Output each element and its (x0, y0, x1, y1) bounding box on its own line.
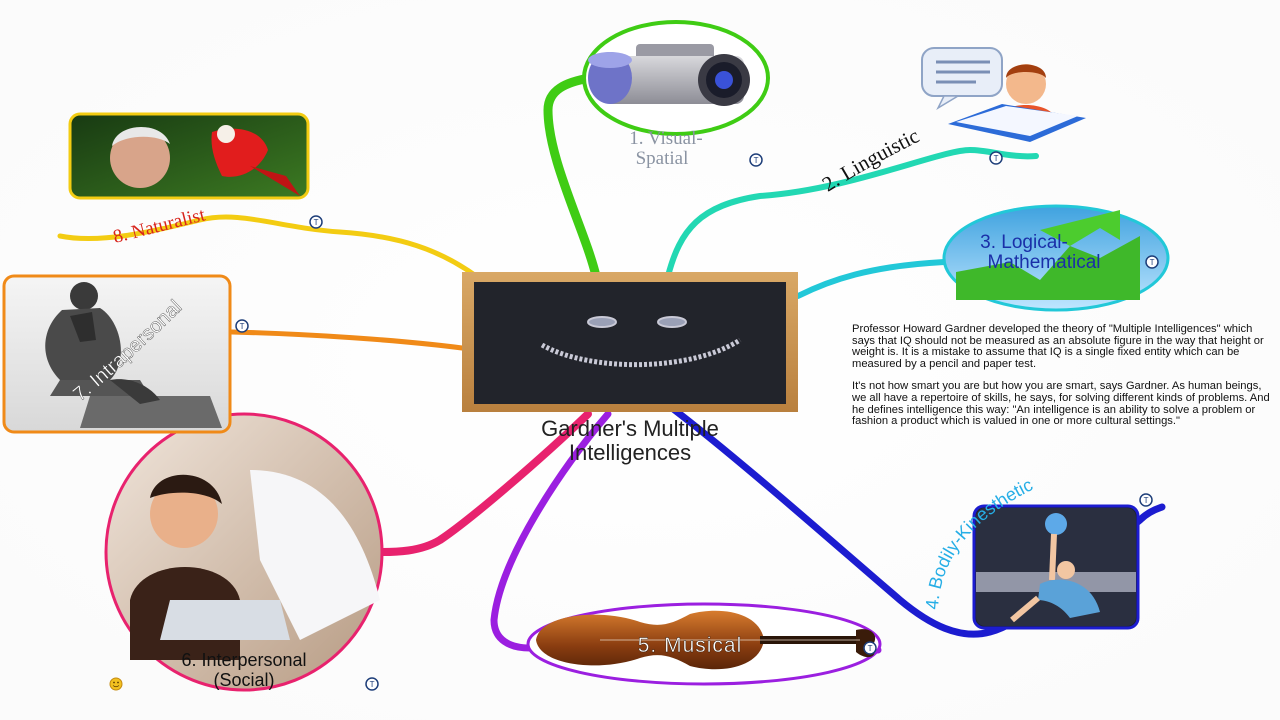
chalkboard (462, 272, 798, 412)
description-paragraph-1: Professor Howard Gardner developed the t… (852, 323, 1264, 370)
branch-logical (795, 259, 947, 299)
note-icon[interactable]: T (1145, 255, 1159, 269)
description-paragraph-2: It's not how smart you are but how you a… (852, 380, 1270, 428)
visual-node[interactable] (582, 20, 770, 136)
smiley-drawing (540, 316, 742, 368)
gymnast-photo[interactable] (972, 504, 1140, 630)
camera-icon (588, 44, 750, 106)
note-icon[interactable]: T (749, 153, 763, 167)
reader-icon[interactable] (921, 47, 1086, 142)
svg-text:T: T (314, 218, 319, 227)
naturalist-photo[interactable] (68, 112, 310, 200)
chart-icon (956, 210, 1140, 300)
note-icon[interactable]: T (309, 215, 323, 229)
description-block: Professor Howard Gardner developed the t… (852, 323, 1272, 428)
label-interpersonal-line1: 6. Interpersonal (181, 650, 306, 670)
label-logical-line1: 3. Logical- (980, 232, 1068, 253)
branch-linguistic (665, 146, 1039, 279)
center-title-line2: Intelligences (569, 440, 691, 465)
note-icon[interactable]: T (235, 319, 249, 333)
note-icon[interactable]: T (1139, 493, 1153, 507)
note-icon[interactable]: T (365, 677, 379, 691)
note-icon[interactable]: T (863, 641, 877, 655)
label-visual-line1: 1. Visual- (629, 128, 702, 149)
smiley-icon (109, 677, 123, 691)
svg-text:T: T (994, 154, 999, 163)
label-logical-line2: Mathematical (988, 252, 1101, 273)
svg-text:T: T (240, 322, 245, 331)
musical-node[interactable] (526, 602, 882, 686)
branch-naturalist (57, 214, 479, 279)
logical-node[interactable] (942, 204, 1170, 312)
label-musical: 5. Musical (638, 634, 743, 657)
center-title-line1: Gardner's Multiple (541, 416, 719, 441)
svg-text:T: T (754, 156, 759, 165)
svg-text:T: T (370, 680, 375, 689)
office-photo[interactable] (104, 412, 384, 692)
branch-interpersonal (378, 410, 592, 556)
branch-intrapersonal (229, 329, 465, 351)
svg-text:T: T (1150, 258, 1155, 267)
label-interpersonal-line2: (Social) (213, 670, 274, 690)
thinker-statue[interactable] (2, 274, 232, 434)
label-visual-line2: Spatial (636, 148, 689, 169)
branch-visual (543, 73, 601, 281)
note-icon[interactable]: T (989, 151, 1003, 165)
svg-text:T: T (868, 644, 873, 653)
branch-bodily (668, 404, 1166, 638)
svg-text:T: T (1144, 496, 1149, 505)
